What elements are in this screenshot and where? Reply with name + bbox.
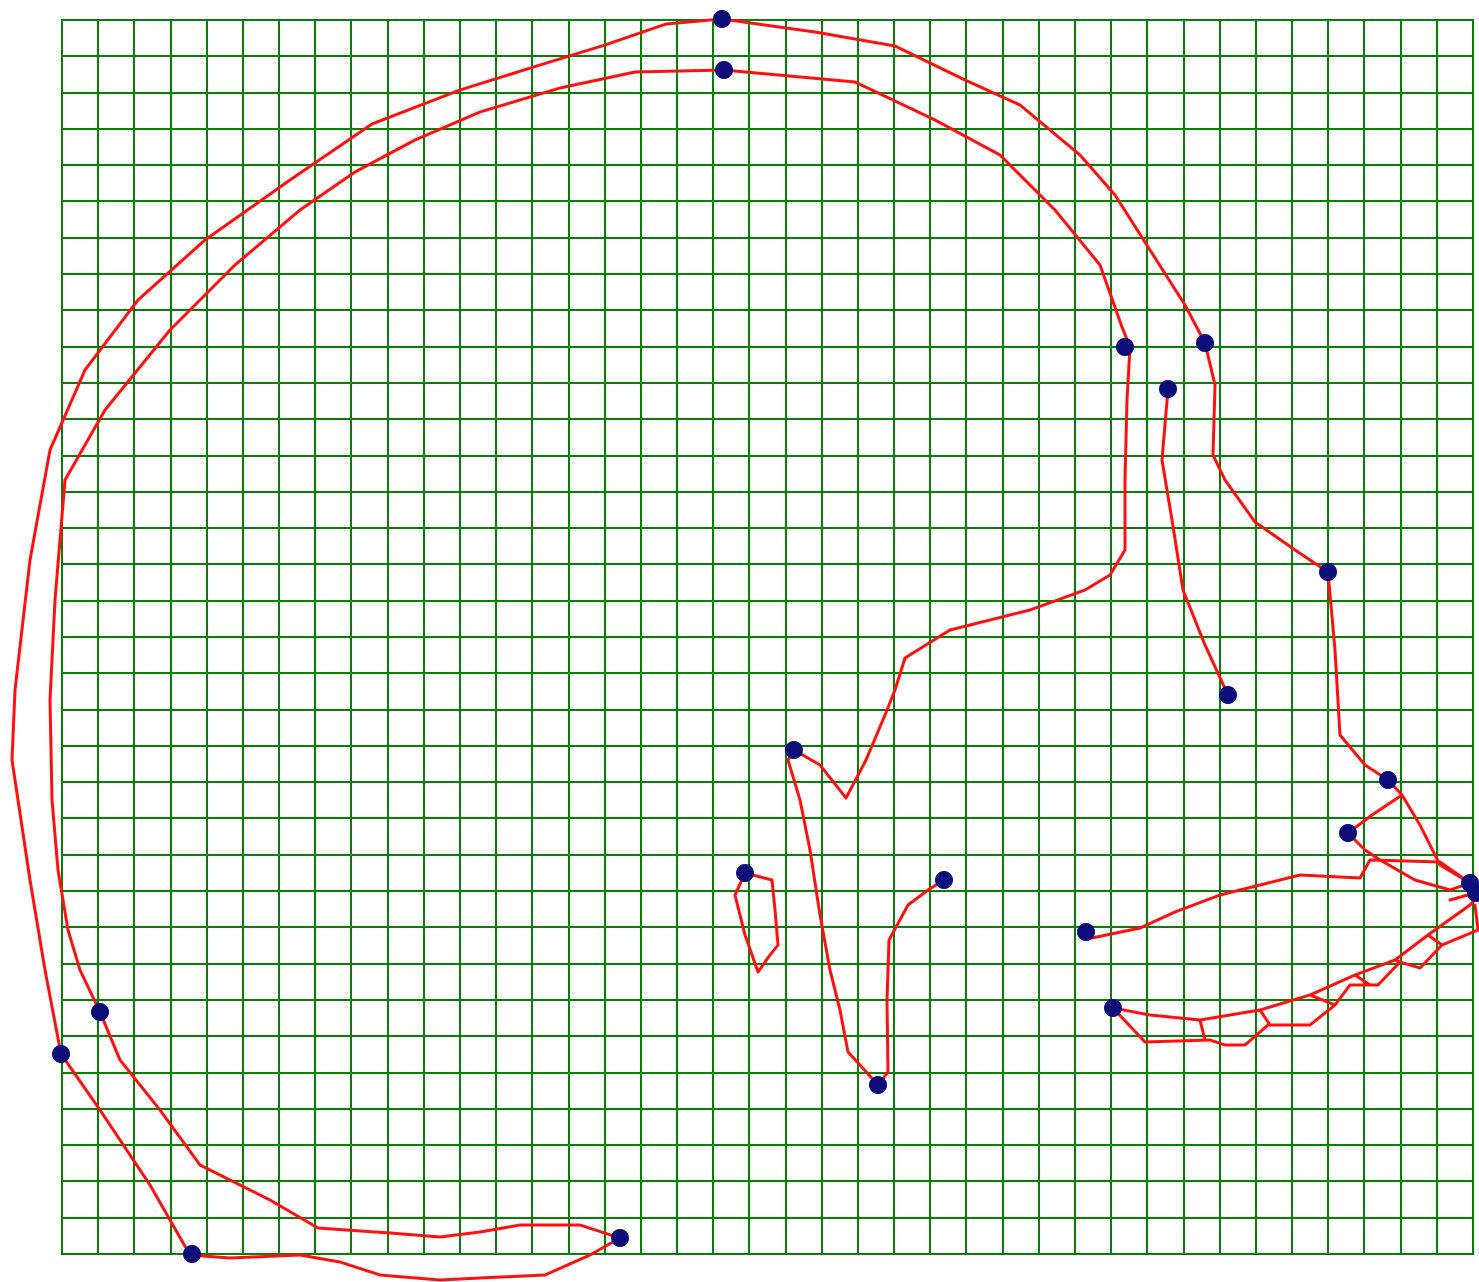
outline-paths [10, 17, 1479, 1282]
landmark-point [1319, 563, 1337, 581]
nasal-path [1160, 387, 1230, 697]
outer-cranium-path [10, 17, 1207, 1056]
lower-jaw-path [1111, 893, 1479, 1022]
landmark-point [91, 1003, 109, 1021]
outer-face-path [1203, 341, 1390, 782]
landmark-point [785, 741, 803, 759]
landmark-point [52, 1045, 70, 1063]
landmark-point [869, 1076, 887, 1094]
landmark-point [715, 61, 733, 79]
inner-cranium-path [48, 68, 1132, 1014]
teeth-path [1111, 903, 1479, 1047]
landmark-point [1379, 771, 1397, 789]
landmark-point [1219, 686, 1237, 704]
landmark-point [1339, 824, 1357, 842]
small-process-path [733, 871, 780, 974]
mandible-path [59, 1010, 622, 1282]
landmark-point [1116, 338, 1134, 356]
landmark-point [713, 10, 731, 28]
frontal-inner-path [792, 345, 1132, 800]
central-process-path [786, 748, 946, 1087]
landmark-point [1467, 884, 1479, 902]
grid [61, 19, 1474, 1255]
landmark-point [1104, 999, 1122, 1017]
landmark-point [935, 871, 953, 889]
landmark-point [1159, 380, 1177, 398]
landmark-point [611, 1229, 629, 1247]
landmark-point [736, 864, 754, 882]
landmarks [52, 10, 1479, 1263]
landmark-point [1196, 334, 1214, 352]
landmark-point [183, 1245, 201, 1263]
landmark-point [1077, 923, 1095, 941]
